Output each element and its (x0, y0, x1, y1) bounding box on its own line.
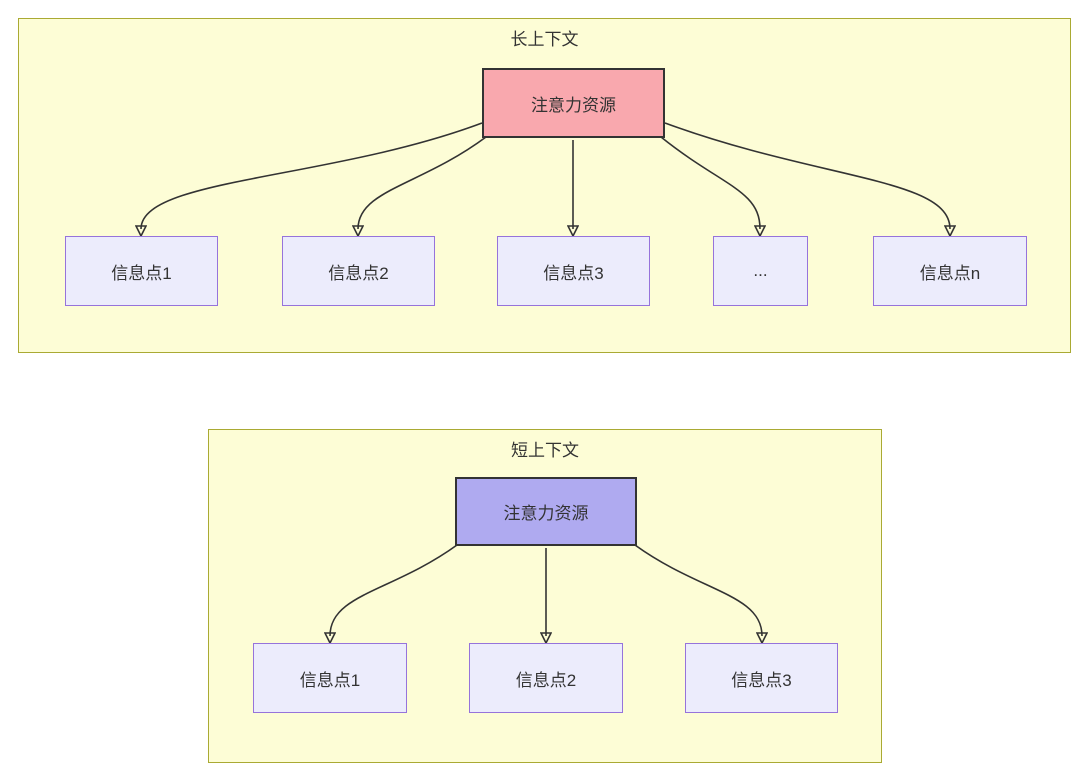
short-context-title: 短上下文 (511, 441, 579, 460)
short-context-info-node-3: 信息点3 (685, 643, 838, 713)
long-context-info-node-ellipsis: ... (713, 236, 808, 306)
short-context-info-node-1: 信息点1 (253, 643, 407, 713)
long-context-root-node: 注意力资源 (482, 68, 665, 138)
long-context-info-node-1: 信息点1 (65, 236, 218, 306)
long-context-info-node-2: 信息点2 (282, 236, 435, 306)
long-context-title: 长上下文 (510, 30, 579, 49)
short-context-info-node-2: 信息点2 (469, 643, 623, 713)
long-context-info-node-n: 信息点n (873, 236, 1027, 306)
short-context-root-node: 注意力资源 (455, 477, 637, 546)
long-context-info-node-3: 信息点3 (497, 236, 650, 306)
